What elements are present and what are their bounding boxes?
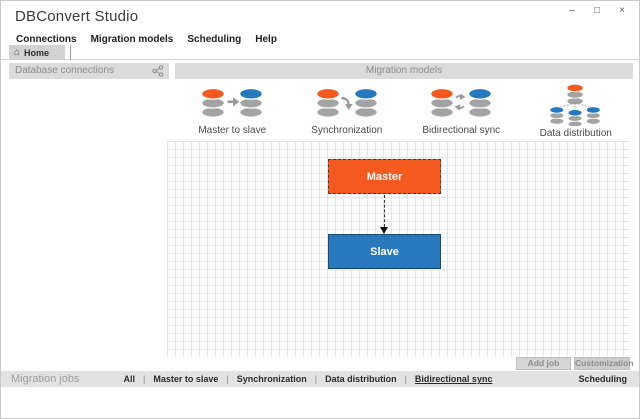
- filter-bidirectional-sync[interactable]: Bidirectional sync: [414, 374, 493, 384]
- bidirectional-sync-icon: [430, 87, 493, 118]
- migration-models-header: Migration models: [175, 63, 633, 79]
- status-bar: Migration jobs All | Master to slave | S…: [1, 371, 639, 387]
- job-filters: All | Master to slave | Synchronization …: [115, 374, 500, 384]
- maximize-icon[interactable]: □: [593, 5, 601, 16]
- filter-all[interactable]: All: [123, 374, 135, 384]
- model-label: Synchronization: [311, 125, 383, 136]
- scheduling-link[interactable]: Scheduling: [578, 374, 627, 384]
- menu-migration-models[interactable]: Migration models: [90, 34, 174, 45]
- database-connections-title: Database connections: [15, 65, 114, 76]
- node-slave[interactable]: Slave: [328, 234, 441, 269]
- menu-bar: Connections Migration models Scheduling …: [9, 32, 284, 47]
- model-bidirectional-sync[interactable]: Bidirectional sync: [404, 83, 519, 139]
- add-job-button[interactable]: Add job: [516, 357, 571, 370]
- menu-help[interactable]: Help: [255, 34, 277, 45]
- model-master-to-slave[interactable]: Master to slave: [175, 83, 290, 139]
- model-label: Master to slave: [198, 125, 267, 136]
- menu-scheduling[interactable]: Scheduling: [187, 34, 242, 45]
- customization-button[interactable]: Customization: [574, 357, 634, 370]
- migration-models-strip: Master to slave Synchronization Bidirect…: [175, 83, 633, 139]
- diagram-canvas[interactable]: Master Slave: [167, 141, 629, 356]
- tab-home[interactable]: ⌂ Home: [9, 45, 65, 60]
- menu-connections[interactable]: Connections: [16, 34, 77, 45]
- minimize-icon[interactable]: –: [569, 5, 575, 16]
- filter-master-to-slave[interactable]: Master to slave: [153, 374, 219, 384]
- filter-separator: |: [404, 374, 407, 384]
- data-distribution-icon: [549, 83, 601, 126]
- flow-connector-line: [384, 195, 385, 227]
- filter-separator: |: [314, 374, 318, 384]
- master-to-slave-icon: [201, 87, 264, 118]
- app-title: DBConvert Studio: [15, 8, 139, 25]
- model-data-distribution[interactable]: Data distribution: [519, 83, 634, 139]
- node-master[interactable]: Master: [328, 159, 441, 194]
- filter-separator: |: [226, 374, 229, 384]
- filter-synchronization[interactable]: Synchronization: [236, 374, 307, 384]
- tab-home-label: Home: [24, 47, 50, 58]
- synchronization-icon: [315, 87, 378, 118]
- model-label: Data distribution: [539, 128, 612, 139]
- share-connections-icon[interactable]: [152, 65, 164, 77]
- close-icon[interactable]: ×: [619, 5, 625, 16]
- window-controls: – □ ×: [565, 4, 629, 18]
- flow-connector-arrowhead: [380, 227, 388, 234]
- filter-data-distribution[interactable]: Data distribution: [325, 374, 397, 384]
- home-icon: ⌂: [14, 46, 21, 58]
- model-synchronization[interactable]: Synchronization: [290, 83, 405, 139]
- migration-models-title: Migration models: [365, 65, 443, 76]
- database-connections-header: Database connections: [9, 63, 169, 79]
- tab-bar: ⌂ Home: [1, 45, 639, 60]
- migration-jobs-label: Migration jobs: [11, 373, 80, 385]
- model-label: Bidirectional sync: [422, 125, 501, 136]
- filter-separator: |: [143, 374, 146, 384]
- tab-separator: [70, 45, 71, 60]
